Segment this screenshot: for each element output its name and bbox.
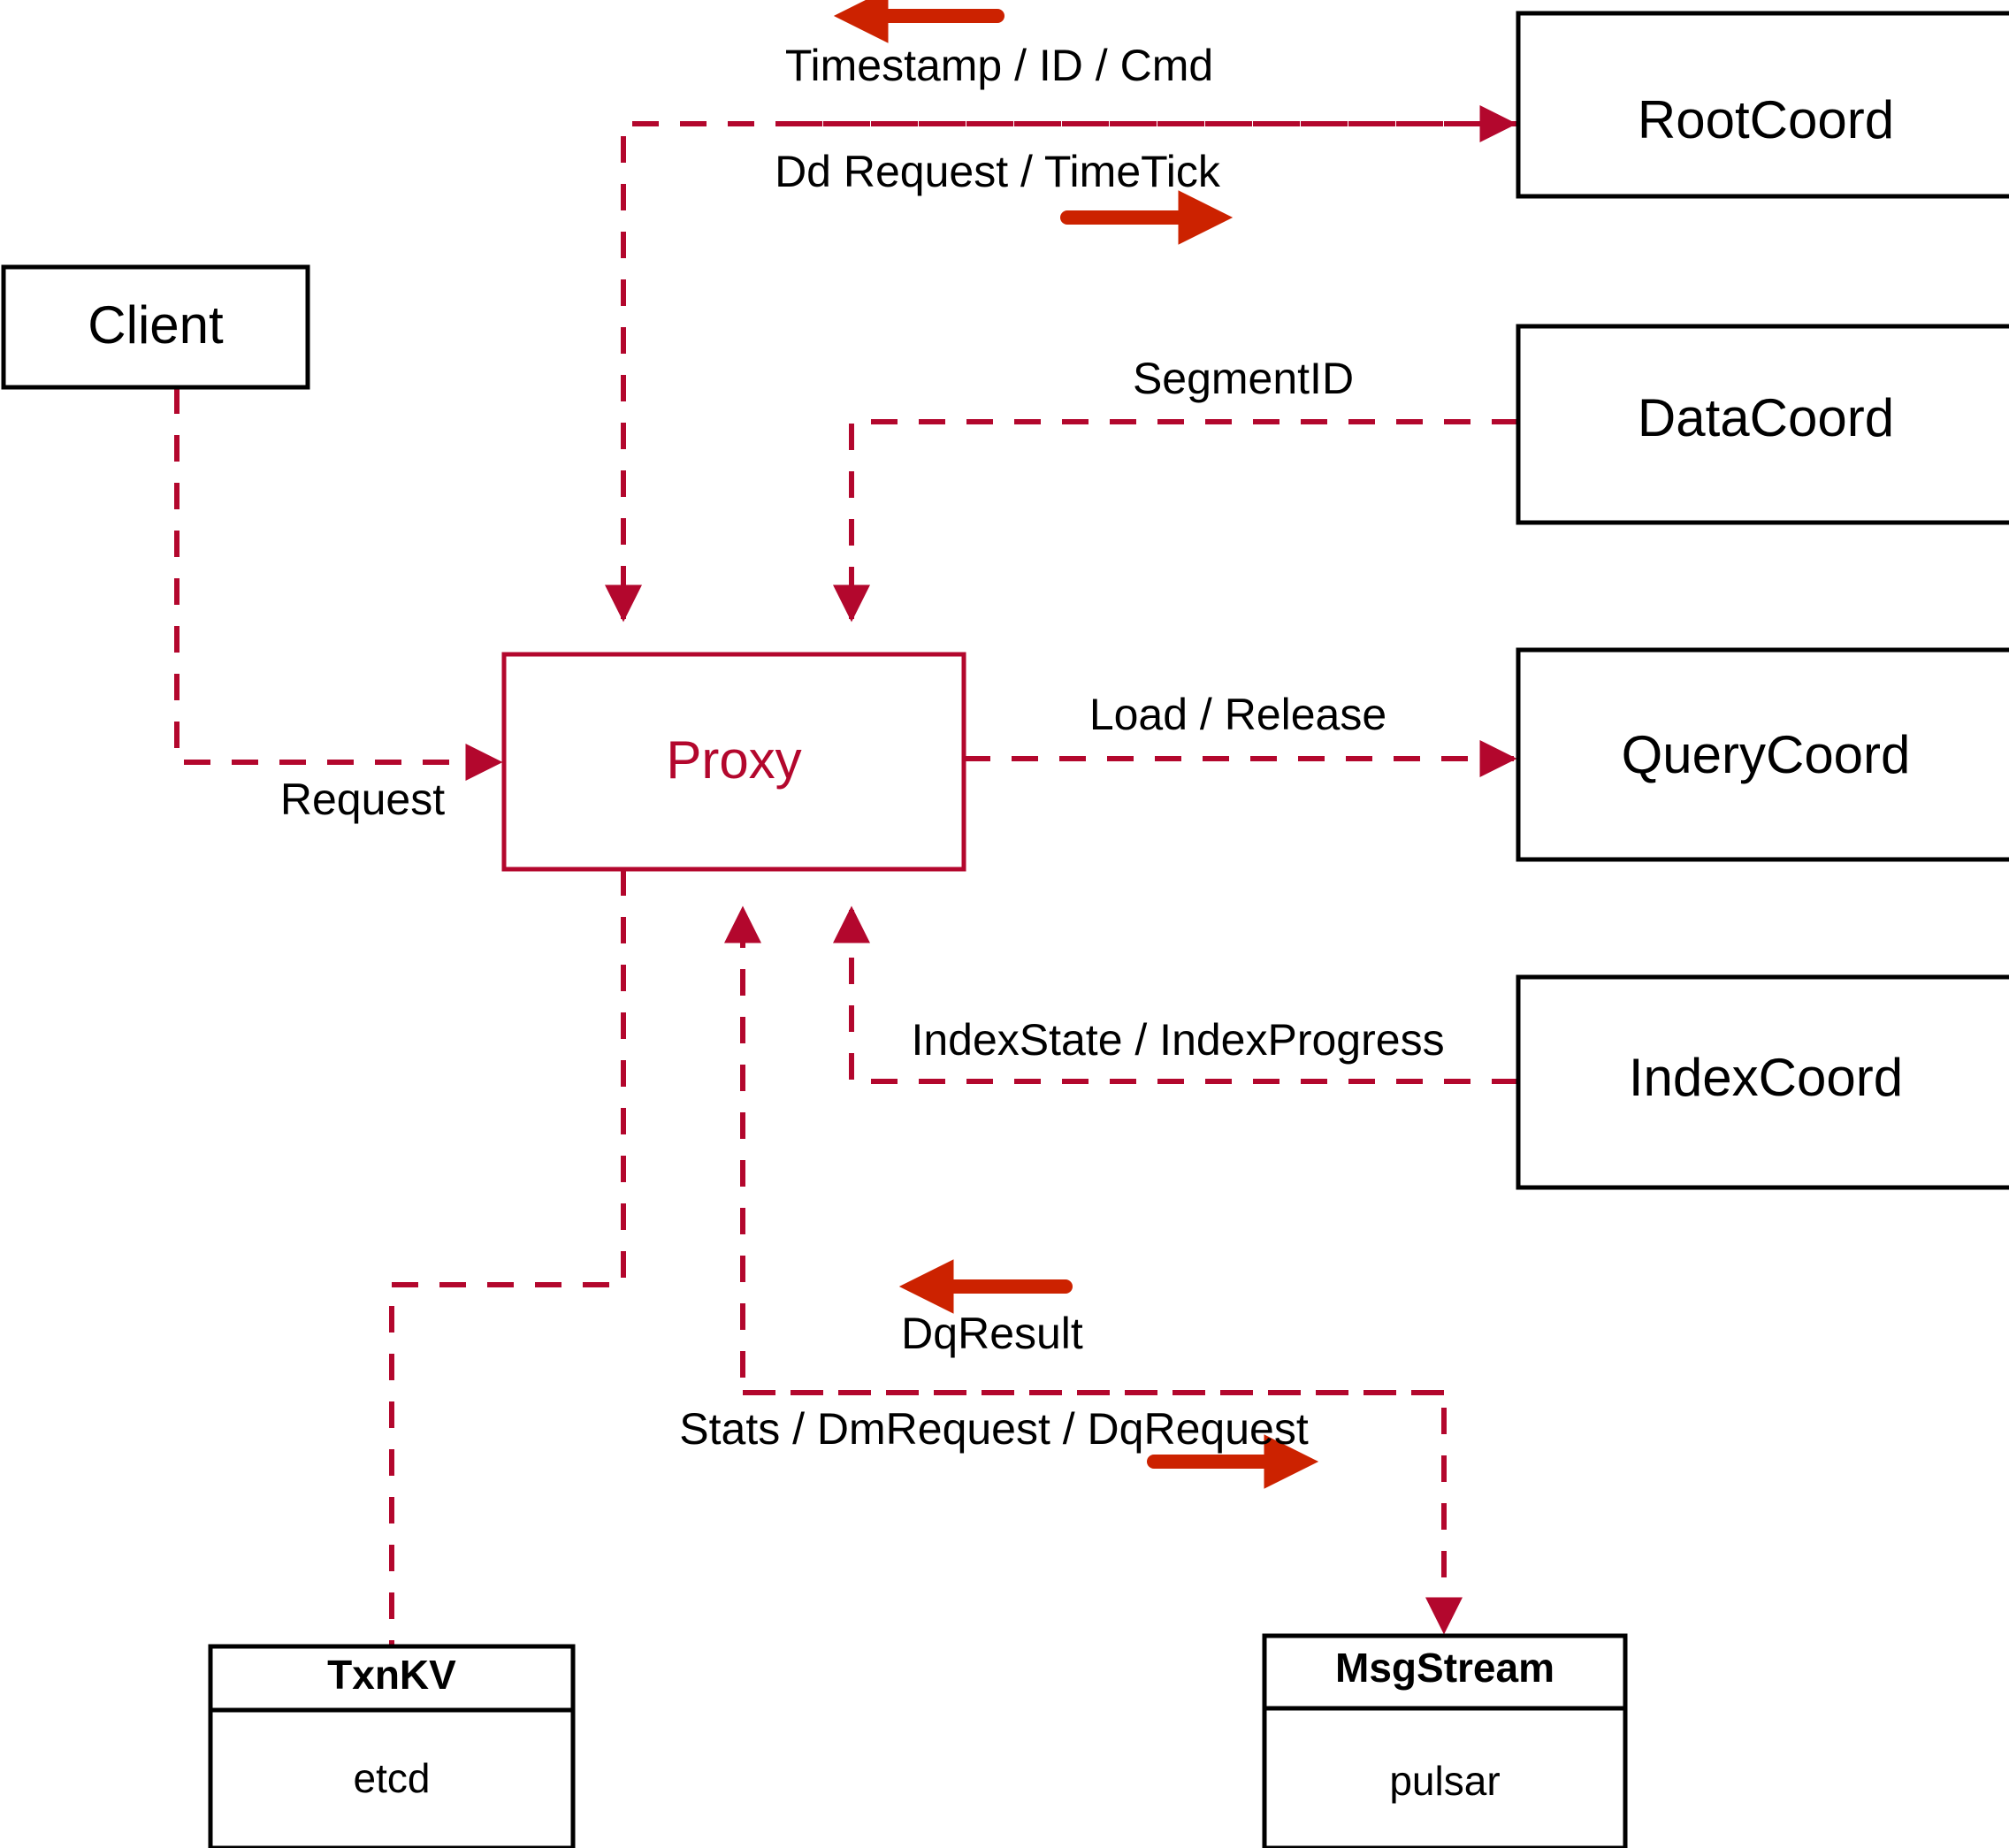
edge-rootcoord-to-proxy <box>605 121 1518 622</box>
node-indexcoord[interactable]: IndexCoord <box>1516 974 2009 1190</box>
direction-arrow-rightward-ddrequest <box>1060 190 1234 245</box>
edge-msgstream-to-proxy <box>724 905 1444 1395</box>
node-querycoord[interactable]: QueryCoord <box>1516 647 2009 862</box>
edge-indexcoord-to-proxy <box>833 905 1518 1084</box>
node-client-label: Client <box>88 295 224 355</box>
node-msgstream-title: MsgStream <box>1335 1645 1554 1691</box>
edge-label-dd-request: Dd Request / TimeTick <box>775 147 1221 196</box>
direction-arrow-leftward-dqresult <box>898 1259 1073 1314</box>
edge-label-layer: Timestamp / ID / Cmd Dd Request / TimeTi… <box>280 41 1445 1454</box>
edge-layer <box>174 105 1518 1646</box>
node-txnkv-subtitle: etcd <box>354 1755 431 1801</box>
edge-proxy-to-msgstream <box>743 1390 1463 1635</box>
node-layer: Client Proxy RootCoord DataCoord QueryCo… <box>1 11 2009 1848</box>
direction-arrow-leftward-top <box>833 0 1004 43</box>
node-txnkv[interactable]: TxnKV etcd <box>208 1644 576 1848</box>
node-client[interactable]: Client <box>1 264 310 390</box>
node-msgstream-subtitle: pulsar <box>1389 1758 1500 1804</box>
node-proxy-label: Proxy <box>666 730 801 790</box>
direction-arrow-layer <box>833 0 1319 1489</box>
edge-proxy-to-txnkv <box>389 869 626 1646</box>
edge-label-indexstate: IndexState / IndexProgress <box>911 1015 1444 1065</box>
direction-arrow-rightward-dqrequest <box>1147 1434 1319 1489</box>
node-msgstream[interactable]: MsgStream pulsar <box>1262 1633 1628 1848</box>
node-rootcoord-label: RootCoord <box>1638 90 1894 149</box>
edge-label-dqresult: DqResult <box>901 1309 1083 1358</box>
node-datacoord-label: DataCoord <box>1638 388 1894 447</box>
edge-label-load-release: Load / Release <box>1089 690 1386 739</box>
node-datacoord[interactable]: DataCoord <box>1516 324 2009 525</box>
node-rootcoord[interactable]: RootCoord <box>1516 11 2009 199</box>
edge-label-stats: Stats / DmRequest / DqRequest <box>679 1404 1309 1454</box>
edge-label-timestamp: Timestamp / ID / Cmd <box>785 41 1213 90</box>
edge-client-to-proxy <box>174 387 503 781</box>
edge-label-segmentid: SegmentID <box>1133 354 1354 403</box>
node-proxy[interactable]: Proxy <box>501 652 966 872</box>
node-indexcoord-label: IndexCoord <box>1629 1048 1903 1107</box>
node-txnkv-title: TxnKV <box>327 1652 456 1698</box>
edge-label-request: Request <box>280 775 445 824</box>
node-querycoord-label: QueryCoord <box>1622 725 1911 784</box>
edge-datacoord-to-proxy <box>833 419 1518 622</box>
